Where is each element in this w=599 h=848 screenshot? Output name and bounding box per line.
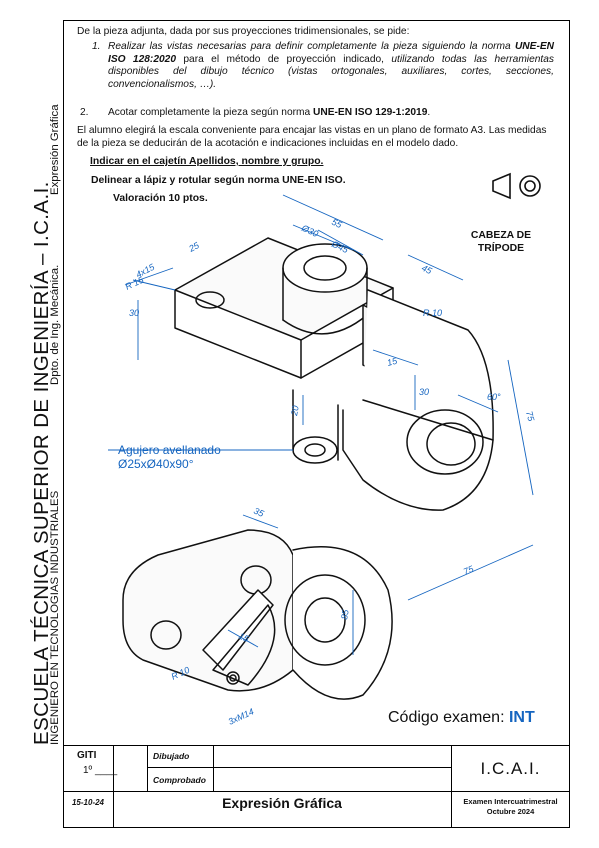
statement-intro: De la pieza adjunta, dada por sus proyec… xyxy=(77,26,410,37)
item-1-text-b: para el método de proyección indicado, xyxy=(183,53,384,65)
upper-tongue-inner-hole xyxy=(426,422,476,466)
item-1-norm: UNE-EN ISO 128:2020 xyxy=(108,41,554,65)
lower-threaded-hole xyxy=(226,671,240,685)
dim-85: 85 xyxy=(339,608,351,621)
upper-tongue-outer-hole xyxy=(406,409,484,475)
exam-code-label: Código examen: xyxy=(388,709,505,726)
department-name: Dpto. de Ing. Mecánica. xyxy=(49,264,61,385)
instruction-valoracion: Valoración 10 ptos. xyxy=(113,193,208,204)
lower-boss xyxy=(292,546,393,700)
dim-20: 20 xyxy=(289,405,301,418)
piece-title-line2: TRÍPODE xyxy=(477,243,525,254)
tb-dibujado: Dibujado xyxy=(153,751,190,761)
dim-15a: 15 xyxy=(386,355,399,368)
item-2-end: . xyxy=(427,107,431,118)
countersunk-spec: Ø25xØ40x90° xyxy=(118,457,194,471)
side-margin: ESCUELA TÉCNICA SUPERIOR DE INGENIERÍA –… xyxy=(0,0,63,848)
dim-75b: 75 xyxy=(462,563,476,577)
piece-title-line1: CABEZA DE xyxy=(470,230,532,241)
dim-35: 35 xyxy=(252,506,266,520)
item-1-number: 1. xyxy=(92,41,101,52)
dim-60deg: 60° xyxy=(487,392,501,402)
tb-exam-line2: Octubre 2024 xyxy=(486,807,535,816)
lower-rib xyxy=(202,589,274,671)
piece-title: CABEZA DE TRÍPODE xyxy=(452,229,550,255)
dim-75a: 75 xyxy=(524,410,537,423)
tb-exam: Examen Intercuatrimestral Octubre 2024 xyxy=(451,797,570,817)
instruction-cajetin: Indicar en el cajetín Apellidos, nombre … xyxy=(90,156,324,167)
countersunk-label: Agujero avellanado xyxy=(118,443,221,457)
dim-r10: R 10 xyxy=(423,308,442,318)
statement-paragraph: El alumno elegirá la escala conveniente … xyxy=(77,125,547,149)
upper-boss-hole xyxy=(303,255,347,281)
isometric-drawing: 55 Ø30 Ø45 45 R 10 4x15 25 R 15 30 15 30… xyxy=(108,194,537,727)
subject-name: Expresión Gráfica xyxy=(49,104,61,195)
upper-base-front xyxy=(174,289,302,379)
tb-course: 1º ____ xyxy=(83,765,118,776)
instruction-delinear: Delinear a lápiz y rotular según norma U… xyxy=(91,175,346,186)
dim-30a: 30 xyxy=(129,308,139,318)
item-2-number: 2. xyxy=(80,107,89,118)
exam-code: Código examen: INT xyxy=(388,709,535,727)
dim-55: 55 xyxy=(330,217,344,231)
item-1-text-c: utilizando todas las herramientas dispon… xyxy=(108,53,554,90)
tb-date: 15-10-24 xyxy=(71,798,105,807)
lower-boss-inner xyxy=(304,597,346,643)
projection-method-symbol xyxy=(492,172,541,200)
dim-3xm14: 3xM14 xyxy=(227,706,256,726)
sheet-frame xyxy=(63,20,570,828)
tb-group: GITI xyxy=(77,750,97,761)
countersunk-hole-note: Agujero avellanado Ø25xØ40x90° xyxy=(118,443,221,471)
tb-exam-line1: Examen Intercuatrimestral xyxy=(463,797,558,806)
upper-boss-top xyxy=(282,243,368,293)
tb-school-abbr: I.C.A.I. xyxy=(480,759,541,778)
dim-25: 25 xyxy=(186,240,201,254)
dim-45: 45 xyxy=(420,263,434,277)
exam-code-value: INT xyxy=(508,709,535,726)
degree-name: INGENIERO EN TECNOLOGIAS INDUSTRIALES xyxy=(49,490,61,745)
dim-d30: Ø30 xyxy=(299,222,320,239)
lower-boss-outer xyxy=(284,574,366,666)
item-2-norm: UNE-EN ISO 129-1:2019 xyxy=(313,107,428,118)
upper-base-hole xyxy=(195,291,225,309)
tb-subject: Expresión Gráfica xyxy=(222,795,342,811)
statement-item-1: 1. Realizar las vistas necesarias para d… xyxy=(80,41,554,91)
dimension-lines xyxy=(108,194,534,655)
title-block: GITI 1º ____ Dibujado Comprobado 15-10-2… xyxy=(63,745,570,828)
upper-tongue xyxy=(362,289,494,441)
dim-30b: 30 xyxy=(419,387,429,397)
item-1-text-a: Realizar las vistas necesarias para defi… xyxy=(108,41,511,52)
item-2-text: Acotar completamente la pieza según norm… xyxy=(108,107,311,118)
lower-plate-hole-1 xyxy=(150,620,182,650)
tb-comprobado: Comprobado xyxy=(153,775,206,785)
